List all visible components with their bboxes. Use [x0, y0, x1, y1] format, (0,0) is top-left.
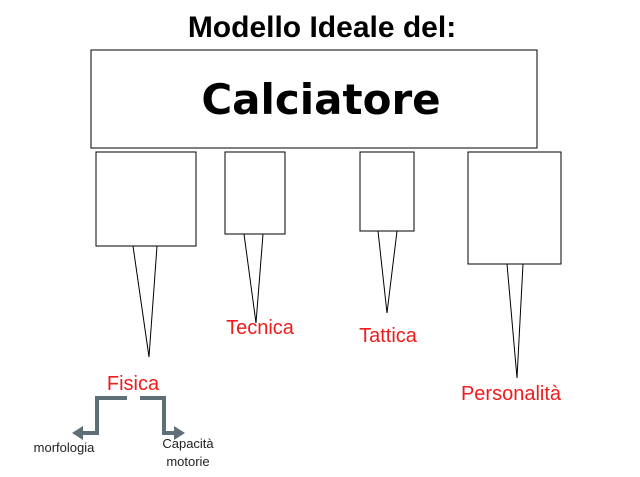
- branch-label-fisica: Fisica: [107, 373, 160, 395]
- branch-box-personalita: [467, 151, 562, 265]
- cone-tecnica: [243, 233, 264, 324]
- branch-label-tattica: Tattica: [359, 325, 418, 347]
- left-arrowhead-icon: [72, 426, 83, 440]
- main-box: [90, 49, 538, 149]
- fisica-right-connector: [140, 396, 185, 440]
- branch-box-tecnica: [224, 151, 286, 235]
- sub-label-capacita: Capacità: [162, 436, 214, 451]
- branch-label-tecnica: Tecnica: [226, 317, 295, 339]
- sub-label-morfologia: morfologia: [34, 440, 95, 455]
- branch-box-tattica: [359, 151, 415, 232]
- diagram-title: Modello Ideale del:: [188, 11, 456, 44]
- branch-box-fisica: [95, 151, 197, 247]
- sub-label-motorie: motorie: [166, 454, 209, 469]
- right-arrowhead-icon: [174, 426, 185, 440]
- cone-fisica: [132, 245, 158, 358]
- cone-tattica: [377, 230, 398, 314]
- cone-personalita: [506, 263, 524, 379]
- fisica-left-connector: [72, 396, 127, 440]
- branch-label-personalita: Personalità: [461, 383, 562, 405]
- main-box-label: Calciatore: [201, 75, 440, 124]
